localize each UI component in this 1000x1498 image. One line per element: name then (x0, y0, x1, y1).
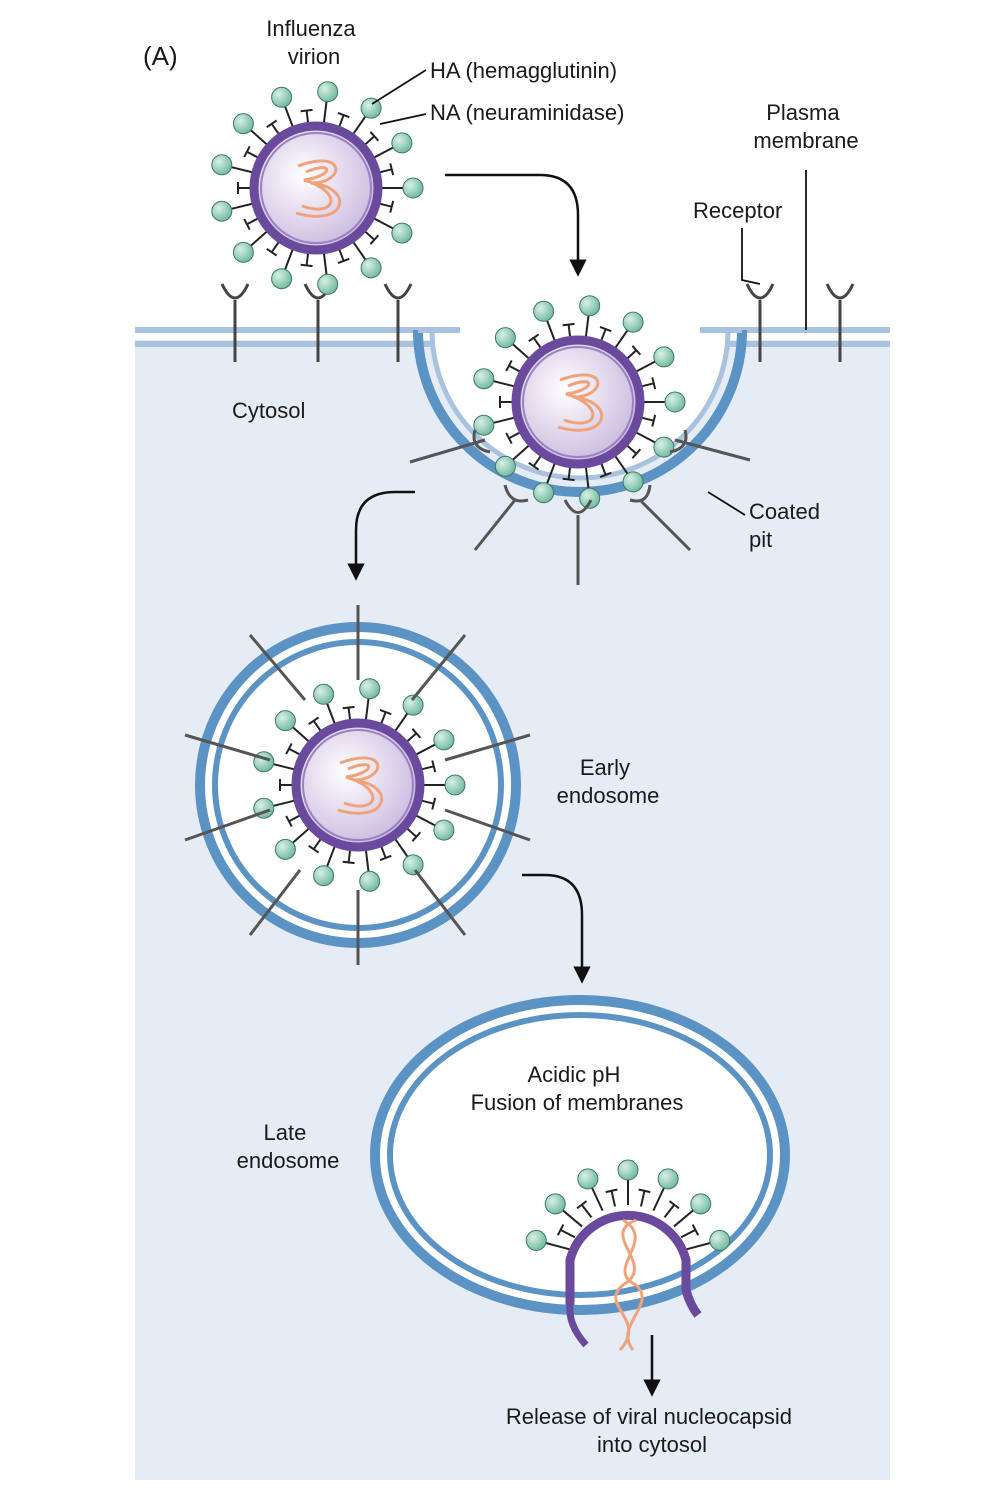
acidic-label: Acidic pH Fusion of membranes (471, 1062, 684, 1115)
arrow-to-pit (445, 173, 587, 277)
release-label: Release of viral nucleocapsid into cytos… (506, 1404, 798, 1457)
fusing-virion (525, 1159, 731, 1352)
released-rna (614, 1218, 637, 1352)
plasma-membrane-label: Plasma membrane (753, 100, 858, 153)
influenza-virion (211, 81, 424, 295)
viral-rna (295, 159, 342, 218)
viral-rna (557, 373, 604, 432)
pit-receptors (409, 429, 751, 585)
arrow-to-late-endosome (522, 873, 591, 984)
virion-in-pit (473, 295, 686, 509)
coated-pit-label: Coated pit (749, 499, 826, 552)
arrow-to-early-endosome (347, 490, 415, 581)
virion-in-early-endosome (253, 678, 466, 892)
virion-label: Influenza virion (266, 16, 361, 69)
ha-label: HA (hemagglutinin) (430, 58, 617, 83)
early-endosome-label: Early endosome (557, 755, 660, 808)
late-endosome-label: Late endosome (237, 1120, 340, 1173)
viral-rna (337, 756, 384, 815)
na-label: NA (neuraminidase) (430, 100, 624, 125)
receptor-label: Receptor (693, 198, 782, 223)
late-endosome (370, 995, 790, 1315)
endosome-receptors (184, 605, 531, 965)
panel-label: (A) (143, 41, 178, 71)
cytosol-label: Cytosol (232, 398, 305, 423)
